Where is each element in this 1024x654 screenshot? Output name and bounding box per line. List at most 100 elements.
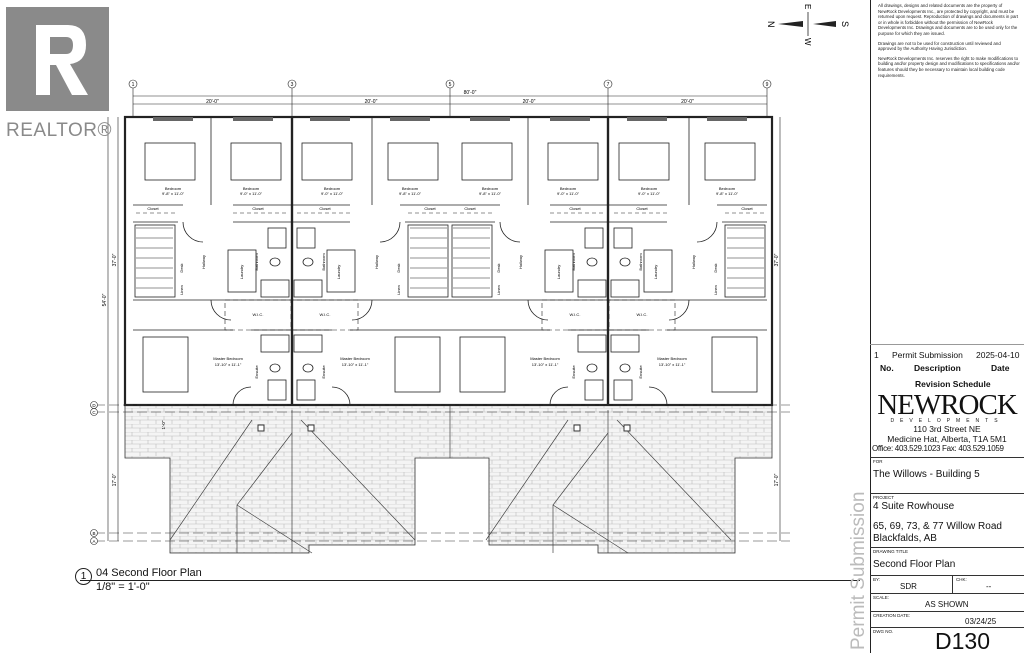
room-label-laundry: Laundry	[336, 265, 341, 279]
project-label: PROJECT	[873, 495, 895, 500]
sink-icon	[584, 227, 604, 249]
bed	[461, 142, 513, 181]
bed	[711, 336, 758, 393]
drawing-title-cell: DRAWING TITLE Second Floor Plan	[870, 547, 1024, 574]
room-label-wic: W.I.C.	[570, 312, 581, 317]
grid-bubble	[762, 79, 772, 89]
room-label-closet: Closet	[741, 206, 753, 211]
bathtub	[610, 279, 640, 298]
door-swing	[648, 221, 718, 406]
room-label-hallway: Hallway	[691, 255, 696, 269]
grid-label: 3	[291, 82, 294, 88]
room-size: 9'-8" x 11'-0"	[479, 191, 502, 196]
dimension-37ft: 37'-0"	[112, 253, 118, 266]
room-label-bedroom: Bedroom	[641, 186, 658, 191]
grid-label: A	[92, 539, 95, 544]
drawing-title-value: Second Floor Plan	[873, 559, 956, 570]
room-size: 9'-8" x 11'-0"	[162, 191, 185, 196]
window	[310, 117, 350, 121]
room-label-wic: W.I.C.	[253, 312, 264, 317]
door-swing	[182, 221, 252, 406]
project-value: 4 Suite Rowhouse	[873, 501, 955, 512]
north-arrow: N S E W	[766, 4, 850, 46]
room-label-bathroom: Bathroom	[571, 253, 576, 271]
room-size: 13'-10" x 11'-1"	[659, 362, 686, 367]
room-label-hallway: Hallway	[201, 255, 206, 269]
roof-hip-lines	[169, 410, 416, 554]
project-address-2: Blackfalds, AB	[873, 533, 937, 544]
room-label-closet: Closet	[636, 206, 648, 211]
note: Drawings are not to be used for construc…	[878, 40, 1001, 52]
permit-submission-stamp: Permit Submission	[848, 491, 869, 650]
chk-value: --	[986, 582, 992, 591]
laundry-machine	[643, 249, 673, 293]
room-label-closet: Closet	[319, 206, 331, 211]
room-label-bedroom: Bedroom	[719, 186, 736, 191]
bed	[394, 336, 441, 393]
window	[627, 117, 667, 121]
room-label-ensuite: Ensuite	[254, 365, 259, 379]
grid-bubble	[603, 79, 613, 89]
toilet-icon	[269, 363, 281, 373]
dimension-37ft: 37'-0"	[774, 253, 780, 266]
bed	[230, 142, 282, 181]
roof-plan	[124, 404, 773, 554]
walk-in-closet	[608, 299, 676, 331]
for-value: The Willows - Building 5	[873, 469, 980, 480]
by-cell: BY: SDR CHK: --	[870, 575, 1024, 594]
room-size: 13'-10" x 11'-1"	[532, 362, 559, 367]
sink-icon	[296, 379, 316, 401]
grid-label: 7	[607, 82, 610, 88]
room-label-bedroom: Bedroom	[482, 186, 499, 191]
note: NewRock Developments Inc. reserves the r…	[878, 55, 1020, 78]
sink-icon	[267, 379, 287, 401]
grid-bubble	[90, 537, 98, 545]
roof-hip-lines	[485, 410, 732, 554]
room-size: 13'-10" x 11'-1"	[215, 362, 242, 367]
company-tagline: DEVELOPMENTS	[890, 418, 1004, 424]
toilet-icon	[619, 257, 631, 267]
roof-shingles	[124, 404, 773, 554]
door-swing	[331, 221, 401, 406]
bathtub	[260, 334, 290, 353]
room-label-master-bedroom: Master Bedroom	[340, 356, 370, 361]
dimension-offset: 1'-0"	[161, 420, 166, 429]
roof-vent-icon	[623, 424, 631, 432]
copyright-notes: All drawings, designs and related docume…	[878, 3, 1020, 82]
header-date: Date	[991, 363, 1010, 373]
by-value: SDR	[900, 582, 917, 591]
bathtub	[260, 279, 290, 298]
room-label-closet: Closet	[147, 206, 159, 211]
walk-in-closet	[291, 299, 359, 331]
company-logo: NEWROCK DEVELOPMENTS 110 3rd Street NE M…	[872, 389, 1022, 454]
project-address-1: 65, 69, 73, & 77 Willow Road	[873, 521, 1002, 532]
company-name: NEWROCK	[877, 389, 1018, 421]
toilet-icon	[586, 363, 598, 373]
realtor-logo	[6, 7, 109, 111]
window	[707, 117, 747, 121]
room-label-wic: W.I.C.	[637, 312, 648, 317]
suite	[606, 117, 767, 406]
room-label-master-bedroom: Master Bedroom	[530, 356, 560, 361]
sink-icon	[584, 379, 604, 401]
revision-description: Permit Submission	[892, 350, 963, 360]
suite	[133, 117, 294, 406]
room-label-closet: Closet	[252, 206, 264, 211]
interior-walls	[292, 204, 450, 331]
bathtub	[610, 334, 640, 353]
interior-walls	[133, 204, 291, 331]
room-label-laundry: Laundry	[556, 265, 561, 279]
creation-date-value: 03/24/25	[965, 617, 997, 626]
room-label-ensuite: Ensuite	[638, 365, 643, 379]
room-label-desk: Desk	[179, 263, 184, 272]
grid-label: 9	[766, 82, 769, 88]
laundry-machine	[227, 249, 257, 293]
chk-label: CHK:	[956, 577, 967, 582]
toilet-icon	[619, 363, 631, 373]
compass-e: E	[803, 4, 812, 9]
room-size: 9'-8" x 11'-0"	[399, 191, 422, 196]
room-size: 9'-0" x 11'-0"	[321, 191, 344, 196]
by-label: BY:	[873, 577, 881, 582]
